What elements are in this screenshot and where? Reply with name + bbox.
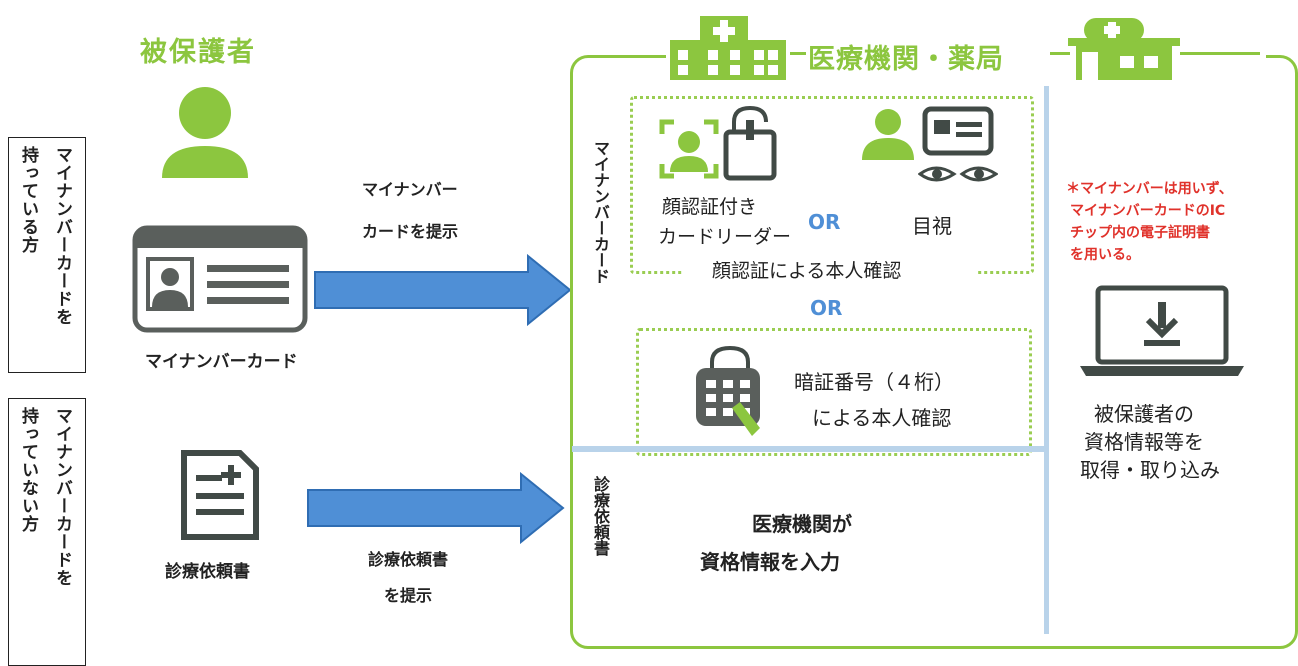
card-reader-icon (723, 105, 777, 181)
my-number-card-icon (132, 225, 308, 333)
side-label-my-number-card: マイナンバーカード (591, 140, 610, 284)
face-recognition-icon (659, 119, 719, 179)
or-label-2: OR (810, 296, 843, 320)
side-label-referral: 診療依頼書 (591, 476, 610, 556)
have-card-label-line2: 持っている方 (18, 146, 38, 254)
manual-entry-line1: 医療機関が (752, 512, 852, 536)
vertical-divider (1044, 86, 1049, 634)
eyes-icon (918, 166, 998, 182)
note-line2: マイナンバーカードのIC (1070, 203, 1226, 219)
my-number-card-caption: マイナンバーカード (145, 352, 298, 372)
note-line1: ＊マイナンバーは用いず、 (1066, 181, 1233, 197)
id-card-small-icon (922, 106, 994, 156)
person-icon (162, 87, 248, 178)
face-reader-label-line2: カードリーダー (658, 226, 792, 248)
arrow-top-label-line2: カードを提示 (362, 222, 459, 241)
arrow-right-bottom-icon (307, 472, 565, 544)
arrow-right-top-icon (314, 254, 572, 326)
retrieve-line1: 被保護者の (1094, 402, 1194, 426)
hospital-building-icon (670, 16, 786, 80)
manual-entry-line2: 資格情報を入力 (700, 550, 840, 574)
header-dash-left (790, 52, 806, 55)
retrieve-line2: 資格情報等を (1084, 430, 1204, 454)
referral-document-icon (181, 450, 259, 540)
have-card-label-line1: マイナンバーカードを (52, 146, 72, 326)
no-card-box: マイナンバーカードを 持っていない方 (8, 398, 86, 666)
retrieve-line3: 取得・取り込み (1080, 458, 1220, 482)
laptop-download-icon (1080, 285, 1244, 376)
pin-keypad-icon (696, 345, 760, 436)
pin-auth-label-line2: による本人確認 (812, 406, 952, 430)
note-line4: を用いる。 (1070, 247, 1140, 263)
referral-document-caption: 診療依頼書 (165, 562, 250, 582)
arrow-top-label-line1: マイナンバー (362, 180, 458, 199)
horizontal-divider (572, 446, 1046, 452)
header-dash-far-right (1180, 52, 1260, 55)
face-auth-label-gap (682, 254, 978, 284)
visual-check-label: 目視 (912, 214, 952, 238)
insured-title: 被保護者 (140, 37, 256, 68)
pharmacy-building-icon (1068, 18, 1180, 80)
face-reader-label-line1: 顔認証付き (662, 196, 758, 218)
note-line3: チップ内の電子証明書 (1070, 225, 1210, 241)
have-card-box: マイナンバーカードを 持っている方 (8, 137, 86, 373)
arrow-bottom-label-line1: 診療依頼書 (368, 550, 449, 569)
arrow-bottom-label-line2: を提示 (384, 586, 433, 605)
header-dash-right (1050, 52, 1070, 55)
or1-gap (796, 200, 846, 240)
no-card-label-line1: マイナンバーカードを (52, 407, 72, 587)
staff-person-icon (862, 109, 914, 160)
or-label-1: OR (808, 210, 841, 234)
pin-auth-label-line1: 暗証番号（４桁） (794, 370, 954, 394)
face-auth-label: 顔認証による本人確認 (712, 260, 902, 282)
no-card-label-line2: 持っていない方 (18, 407, 38, 533)
facility-title: 医療機関・薬局 (808, 44, 1004, 75)
pin-auth-box (636, 328, 1032, 456)
